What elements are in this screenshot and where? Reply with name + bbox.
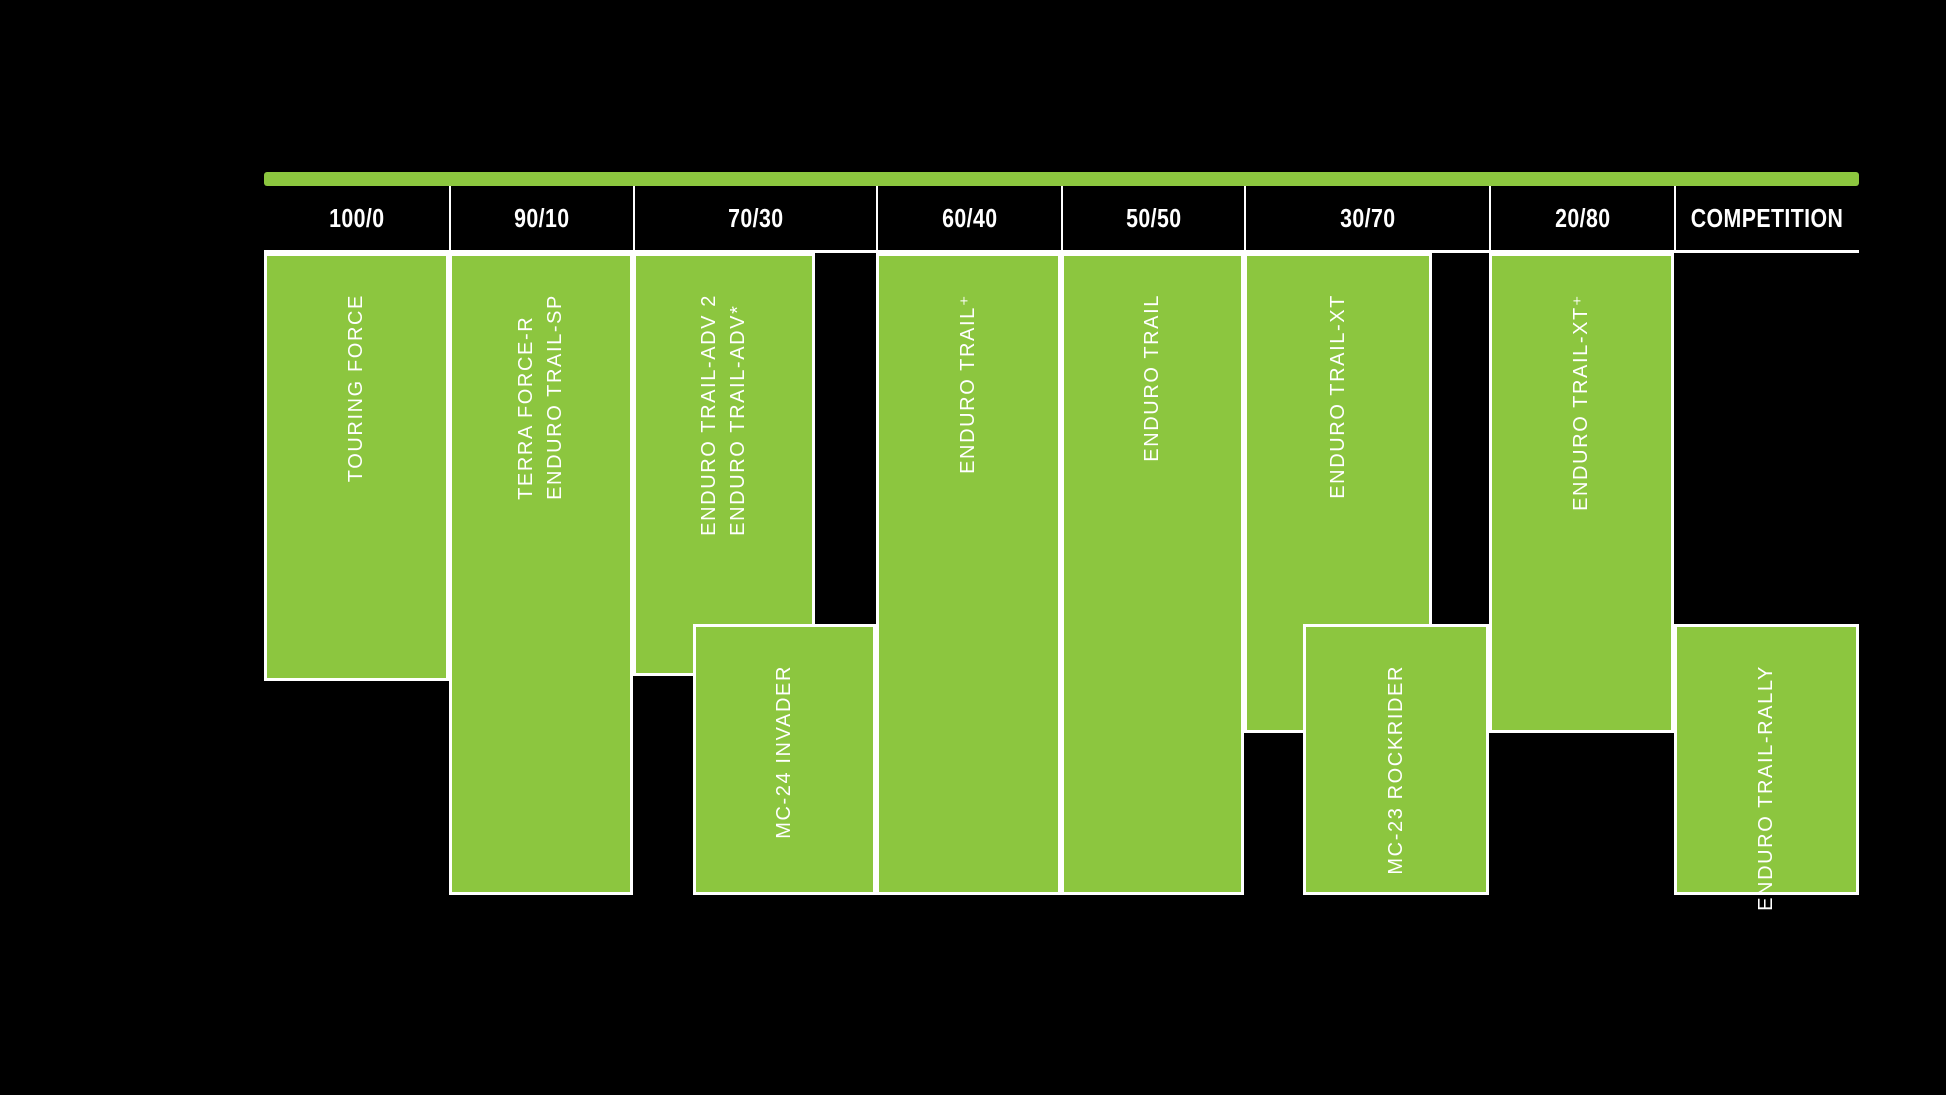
product-name: ENDURO TRAIL-RALLY: [1755, 665, 1777, 911]
product-name: ENDURO TRAIL-XT⁺: [1570, 294, 1592, 511]
ratio-header-cell: 50/50: [1061, 186, 1244, 250]
product-block: MC-24 INVADER: [693, 624, 876, 895]
ratio-header-label: 70/30: [727, 202, 784, 233]
ratio-header-cell: 70/30: [633, 186, 876, 250]
ratio-header-cell: 60/40: [876, 186, 1061, 250]
product-block-label: TOURING FORCE: [342, 294, 371, 482]
product-name: TERRA FORCE-R: [515, 315, 537, 500]
ratio-header-cell: 20/80: [1489, 186, 1674, 250]
product-name: ENDURO TRAIL: [1141, 294, 1163, 462]
product-name: TOURING FORCE: [345, 294, 367, 483]
product-block-label: ENDURO TRAIL-XT⁺: [1567, 294, 1596, 511]
ratio-header-label: 100/0: [328, 202, 385, 233]
product-block-label: MC-24 INVADER: [770, 665, 799, 839]
ratio-header-cell: 30/70: [1244, 186, 1489, 250]
product-block-label: TERRA FORCE-R ENDURO TRAIL-SP: [512, 294, 570, 500]
product-block-label: ENDURO TRAIL-RALLY: [1752, 665, 1781, 911]
product-block: ENDURO TRAIL-RALLY: [1674, 624, 1859, 911]
product-name: MC-24 INVADER: [773, 665, 795, 839]
product-block-label: ENDURO TRAIL⁺: [954, 294, 983, 474]
ratio-header-label: COMPETITION: [1691, 202, 1844, 233]
ratio-header-cell: 100/0: [264, 186, 449, 250]
product-name: ENDURO TRAIL-XT: [1326, 294, 1349, 499]
product-block: ENDURO TRAIL⁺: [876, 253, 1061, 895]
product-block: ENDURO TRAIL-ADV 2 ENDURO TRAIL-ADV*: [633, 253, 815, 676]
product-name: ENDURO TRAIL-SP: [544, 294, 566, 500]
product-block: TERRA FORCE-R ENDURO TRAIL-SP: [449, 253, 633, 895]
product-name: ENDURO TRAIL-ADV 2: [698, 294, 720, 536]
ratio-header-label: 90/10: [514, 202, 570, 233]
product-block-label: ENDURO TRAIL-ADV 2 ENDURO TRAIL-ADV*: [695, 294, 753, 536]
product-block: MC-23 ROCKRIDER: [1303, 624, 1489, 895]
product-block-label: MC-23 ROCKRIDER: [1382, 665, 1411, 875]
ratio-header-cell: 90/10: [449, 186, 633, 250]
top-accent-bar: [264, 172, 1859, 186]
ratio-header-label: 60/40: [941, 202, 998, 233]
product-name: ENDURO TRAIL-ADV*: [727, 304, 749, 536]
product-block-label: ENDURO TRAIL-XT: [1324, 294, 1353, 499]
product-name: ENDURO TRAIL⁺: [957, 294, 979, 474]
product-block-label: ENDURO TRAIL: [1138, 294, 1167, 462]
product-name: MC-23 ROCKRIDER: [1384, 665, 1407, 875]
header-underline: [264, 250, 1859, 253]
ratio-header-cell: COMPETITION: [1674, 186, 1859, 250]
product-block: TOURING FORCE: [264, 253, 449, 681]
ratio-header-label: 50/50: [1125, 202, 1182, 233]
product-block: ENDURO TRAIL-XT⁺: [1489, 253, 1674, 733]
ratio-header-label: 20/80: [1554, 202, 1611, 233]
product-block: ENDURO TRAIL: [1061, 253, 1244, 895]
ratio-header-label: 30/70: [1339, 202, 1396, 233]
